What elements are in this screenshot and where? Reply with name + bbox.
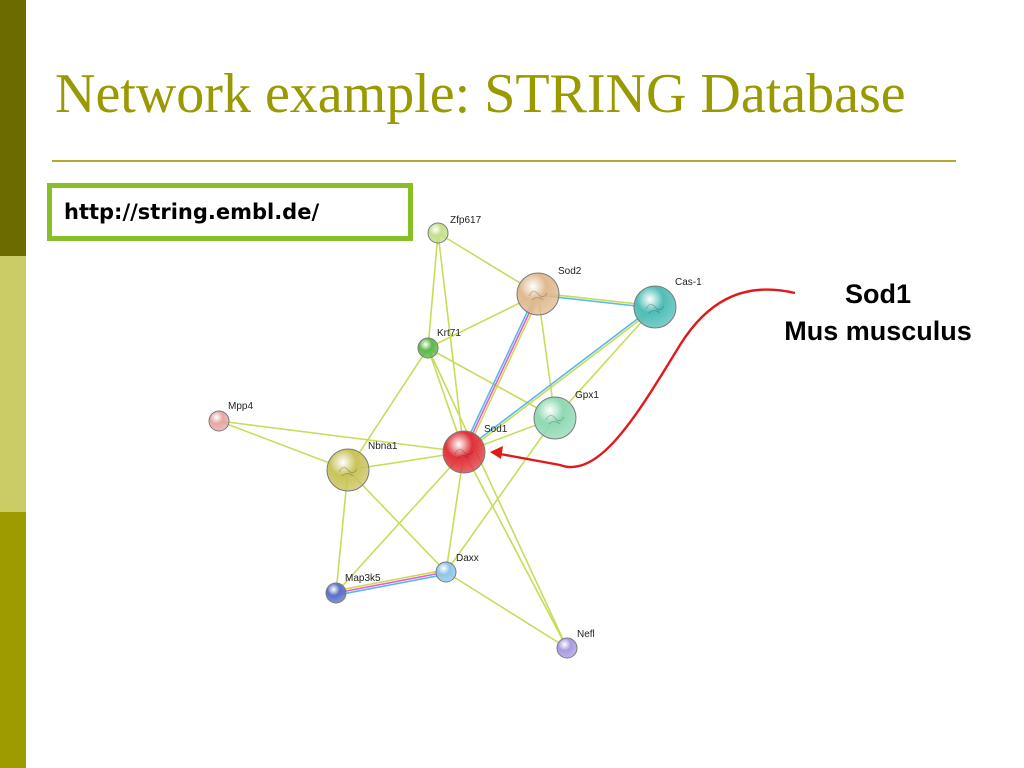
- node-label-zfp617: Zfp617: [450, 215, 482, 226]
- edge-mpp4-nbna1: [218, 420, 349, 471]
- edge-daxx-nefl: [445, 571, 568, 649]
- protein-structure-icon: [528, 290, 548, 301]
- edge-evidence-line: [554, 306, 656, 419]
- edge-zfp617-krt71: [427, 232, 439, 349]
- node-sod1[interactable]: Sod1: [442, 424, 508, 474]
- node-mpp4[interactable]: Mpp4: [208, 401, 253, 432]
- node-map3k5[interactable]: Map3k5: [325, 573, 381, 604]
- url-link[interactable]: http://string.embl.de/: [64, 200, 320, 224]
- edge-evidence-line: [347, 347, 429, 471]
- edge-nbna1-daxx: [347, 469, 447, 573]
- node-label-map3k5: Map3k5: [345, 573, 381, 584]
- edge-evidence-line: [347, 469, 447, 573]
- edge-evidence-line: [463, 293, 539, 453]
- edge-map3k5-daxx: [335, 569, 447, 596]
- edge-evidence-line: [335, 569, 446, 592]
- node-circle-nefl[interactable]: [556, 637, 578, 659]
- annotation-arrow: [499, 288, 796, 469]
- node-label-nefl: Nefl: [577, 629, 595, 640]
- edge-evidence-line: [335, 451, 465, 594]
- node-nbna1[interactable]: Nbna1: [326, 441, 398, 492]
- edge-sod2-sod1: [461, 292, 541, 454]
- edge-evidence-line: [445, 571, 568, 649]
- node-label-gpx1: Gpx1: [575, 390, 599, 401]
- protein-structure-icon: [338, 466, 358, 477]
- node-nefl[interactable]: Nefl: [556, 629, 595, 659]
- protein-structure-icon: [545, 414, 565, 425]
- node-label-krt71: Krt71: [437, 328, 461, 339]
- edge-evidence-line: [218, 420, 465, 453]
- node-circle-sod1[interactable]: [442, 430, 486, 474]
- edge-evidence-line: [461, 292, 537, 452]
- annotation-species-name: Mus musculus: [784, 316, 972, 346]
- sidebar-segment-middle: [0, 256, 26, 512]
- edge-evidence-line: [218, 420, 349, 471]
- node-label-daxx: Daxx: [456, 553, 479, 564]
- edge-layer: [218, 232, 657, 649]
- edge-evidence-line: [462, 305, 655, 452]
- node-sod2[interactable]: Sod2: [516, 266, 582, 316]
- edge-mpp4-sod1: [218, 420, 465, 453]
- sidebar-segment-top: [0, 0, 26, 256]
- node-label-sod1: Sod1: [484, 424, 508, 435]
- node-circle-daxx[interactable]: [435, 561, 457, 583]
- edge-krt71-gpx1: [427, 347, 556, 419]
- node-circle-mpp4[interactable]: [208, 410, 230, 432]
- edge-gpx1-daxx: [445, 417, 556, 573]
- node-label-sod2: Sod2: [558, 266, 582, 277]
- annotation-protein-name: Sod1: [844, 279, 911, 309]
- sidebar-decoration: [0, 0, 26, 768]
- node-circle-krt71[interactable]: [417, 337, 439, 359]
- node-circle-cas-1[interactable]: [633, 285, 677, 329]
- node-circle-sod2[interactable]: [516, 272, 560, 316]
- edge-sod1-map3k5: [335, 451, 465, 594]
- node-circle-nbna1[interactable]: [326, 448, 370, 492]
- edge-cas-1-gpx1: [554, 306, 656, 419]
- edge-evidence-line: [427, 347, 556, 419]
- edge-evidence-line: [336, 573, 447, 596]
- edge-evidence-line: [335, 571, 447, 594]
- node-circle-map3k5[interactable]: [325, 582, 347, 604]
- node-zfp617[interactable]: Zfp617: [427, 215, 482, 244]
- edge-sod1-nefl: [463, 451, 568, 649]
- title-underline: [52, 160, 956, 162]
- node-krt71[interactable]: Krt71: [417, 328, 461, 359]
- protein-structure-icon: [454, 448, 474, 459]
- node-daxx[interactable]: Daxx: [435, 553, 479, 583]
- edge-cas-1-sod1: [462, 305, 657, 454]
- protein-structure-icon: [645, 303, 665, 314]
- node-label-cas-1: Cas-1: [675, 277, 702, 288]
- edge-krt71-nbna1: [347, 347, 429, 471]
- sidebar-segment-bottom: [0, 512, 26, 768]
- node-gpx1[interactable]: Gpx1: [533, 390, 599, 440]
- node-label-nbna1: Nbna1: [368, 441, 398, 452]
- url-box: http://string.embl.de/: [47, 183, 413, 241]
- slide-title: Network example: STRING Database: [55, 63, 906, 125]
- edge-evidence-line: [463, 451, 568, 649]
- node-circle-gpx1[interactable]: [533, 396, 577, 440]
- edge-evidence-line: [427, 232, 439, 349]
- edge-evidence-line: [465, 294, 541, 454]
- node-label-mpp4: Mpp4: [228, 401, 253, 412]
- node-cas-1[interactable]: Cas-1: [633, 277, 702, 329]
- annotation-label: Sod1 Mus musculus: [750, 276, 1006, 350]
- edge-evidence-line: [445, 417, 556, 573]
- node-circle-zfp617[interactable]: [427, 222, 449, 244]
- edge-evidence-line: [464, 307, 657, 454]
- annotation-arrowhead: [490, 446, 503, 459]
